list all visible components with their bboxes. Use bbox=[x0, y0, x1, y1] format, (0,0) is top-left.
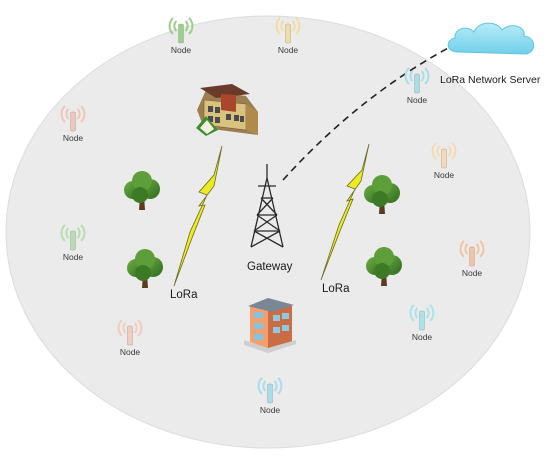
lora-left-label: LoRa bbox=[170, 289, 198, 301]
node-label: Node bbox=[119, 347, 141, 357]
server-label: LoRa Network Server bbox=[440, 74, 541, 86]
tree-icon bbox=[124, 171, 160, 210]
gateway-tower-icon bbox=[250, 164, 284, 248]
node-label: Node bbox=[433, 170, 455, 180]
antenna-icon bbox=[404, 67, 430, 94]
antenna-icon bbox=[459, 240, 485, 267]
tree-icon bbox=[127, 249, 163, 288]
antenna-icon bbox=[117, 319, 143, 346]
antenna-icon bbox=[60, 105, 86, 132]
node-1: Node bbox=[161, 14, 201, 55]
antenna-icon bbox=[257, 377, 283, 404]
node-9: Node bbox=[402, 301, 442, 342]
trees-group bbox=[124, 171, 402, 288]
node-label: Node bbox=[411, 332, 433, 342]
node-label: Node bbox=[170, 45, 192, 55]
node-label: Node bbox=[406, 95, 428, 105]
antenna-icon bbox=[431, 142, 457, 169]
apartment-building-icon bbox=[244, 298, 296, 353]
tree-icon bbox=[364, 175, 400, 214]
node-4: Node bbox=[53, 102, 93, 143]
tree-icon bbox=[366, 247, 402, 286]
antenna-icon bbox=[275, 17, 301, 44]
node-2: Node bbox=[268, 14, 308, 55]
node-7: Node bbox=[452, 237, 492, 278]
node-6: Node bbox=[53, 221, 93, 262]
gateway-label: Gateway bbox=[247, 261, 293, 273]
cloud-icon bbox=[447, 22, 535, 55]
lightning-bolt-right-icon bbox=[320, 143, 370, 281]
antenna-icon bbox=[60, 224, 86, 251]
node-label: Node bbox=[461, 268, 483, 278]
lightning-bolt-left-icon bbox=[173, 145, 223, 287]
node-3: Node bbox=[397, 64, 437, 105]
node-label: Node bbox=[62, 252, 84, 262]
node-5: Node bbox=[424, 139, 464, 180]
school-building-icon bbox=[196, 84, 258, 136]
coverage-area bbox=[5, 15, 531, 449]
node-10: Node bbox=[250, 374, 290, 415]
lora-right-label: LoRa bbox=[322, 283, 350, 295]
antenna-icon bbox=[168, 17, 194, 44]
backhaul-link bbox=[282, 45, 453, 181]
node-8: Node bbox=[110, 316, 150, 357]
node-label: Node bbox=[62, 133, 84, 143]
antenna-icon bbox=[409, 304, 435, 331]
node-label: Node bbox=[277, 45, 299, 55]
node-label: Node bbox=[259, 405, 281, 415]
